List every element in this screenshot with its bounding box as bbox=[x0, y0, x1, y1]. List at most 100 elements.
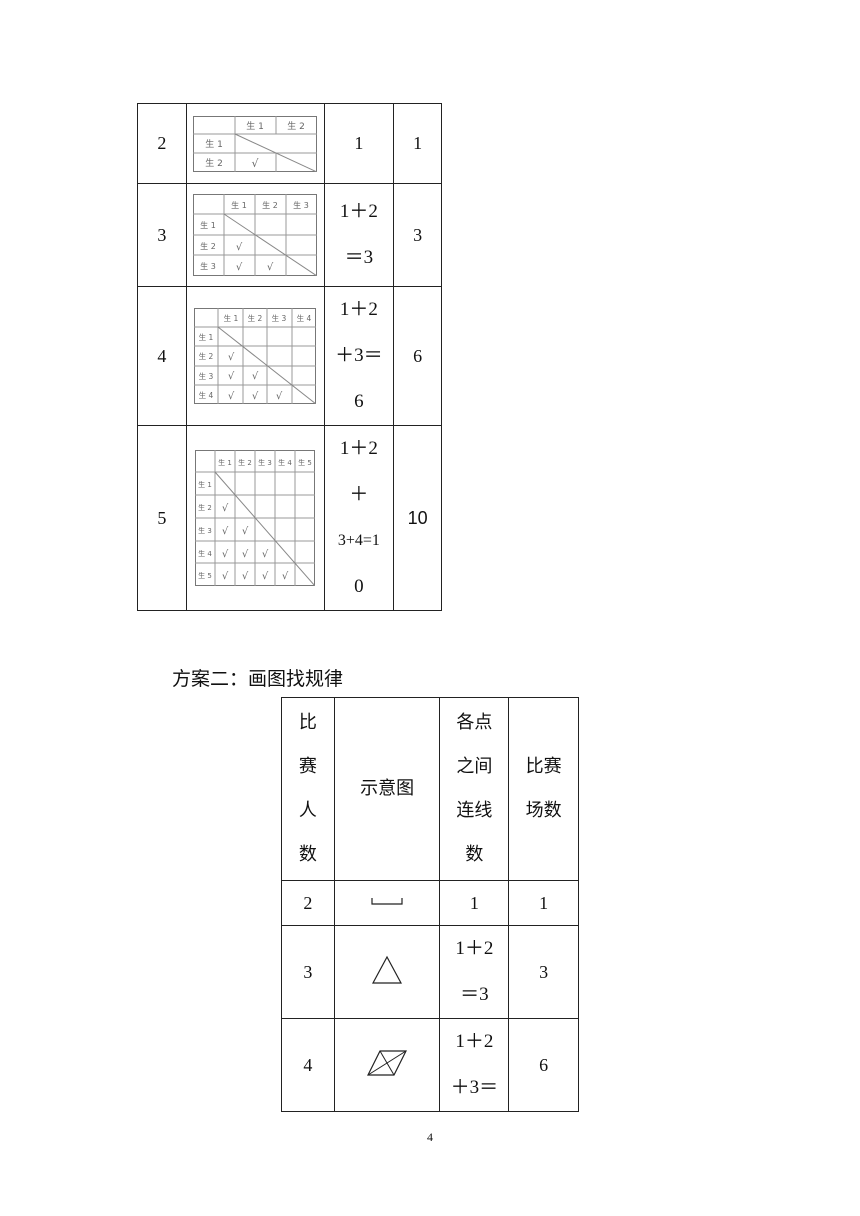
check-mark: √ bbox=[276, 391, 283, 402]
header-matches: 比赛 场数 bbox=[508, 697, 579, 881]
grid-col-label: 生 2 bbox=[287, 120, 305, 132]
segment-diagram bbox=[371, 898, 403, 905]
header-line: 赛 bbox=[298, 756, 317, 777]
people-cell: 5 bbox=[137, 425, 187, 611]
sum-line: ＋3＝ bbox=[335, 345, 383, 366]
header-line: 连线 bbox=[456, 800, 493, 821]
sum-cell: 1＋2 ＋3＝ 6 bbox=[323, 286, 395, 426]
people-cell: 2 bbox=[137, 103, 187, 184]
check-mark: √ bbox=[228, 352, 235, 363]
check-mark: √ bbox=[242, 526, 249, 537]
header-diagram: 示意图 bbox=[333, 697, 441, 881]
check-mark: √ bbox=[236, 262, 243, 273]
table-row: 2 1 1 bbox=[281, 880, 579, 926]
sum-line: 0 bbox=[354, 576, 364, 597]
diagonal-line bbox=[217, 326, 317, 404]
matches-cell: 10 bbox=[393, 425, 442, 611]
sum-cell: 1 bbox=[439, 880, 510, 926]
header-line: 之间 bbox=[456, 756, 493, 777]
check-mark: √ bbox=[282, 571, 289, 582]
check-mark: √ bbox=[252, 157, 260, 170]
sum-line: 1＋2 bbox=[339, 299, 378, 320]
diagram-cell bbox=[333, 925, 441, 1019]
diagram-cell bbox=[333, 880, 441, 926]
sum-line: 1＋2 bbox=[339, 438, 378, 459]
check-mark: √ bbox=[222, 549, 229, 560]
sum-line: ＋3＝ bbox=[450, 1077, 499, 1098]
matches-cell: 3 bbox=[508, 925, 579, 1019]
sum-line: 3+4=1 bbox=[337, 532, 380, 549]
table-row: 3 1＋2 ＝3 3 bbox=[281, 925, 579, 1019]
triangle-diagram bbox=[372, 955, 403, 984]
grid-row-label: 生 5 bbox=[198, 571, 212, 580]
sum-cell: 1＋2 ＋ 3+4=1 0 bbox=[323, 425, 395, 611]
people-cell: 3 bbox=[281, 925, 335, 1019]
grid-col-label: 生 2 bbox=[238, 458, 252, 467]
sum-line: 1＋2 bbox=[455, 938, 494, 959]
grid-row-label: 生 4 bbox=[198, 549, 212, 558]
matches-cell: 1 bbox=[508, 880, 579, 926]
grid-col-label: 生 3 bbox=[293, 200, 309, 210]
grid-cell: 生 1 生 2 生 1 生 2 √ bbox=[185, 103, 325, 184]
grid-col-label: 生 4 bbox=[297, 313, 312, 323]
matches-cell: 6 bbox=[393, 286, 442, 426]
table-row: 5 生 1 生 2 生 3 生 4 生 5 生 1 生 2 生 3 生 4 生 … bbox=[137, 425, 442, 611]
sum-line: 1＋2 bbox=[339, 201, 378, 222]
sum-line: 1 bbox=[354, 133, 364, 153]
header-line: 人 bbox=[298, 800, 317, 821]
match-grid-2: 生 1 生 2 生 1 生 2 √ bbox=[193, 115, 318, 172]
match-grid-5: 生 1 生 2 生 3 生 4 生 5 生 1 生 2 生 3 生 4 生 5 … bbox=[195, 450, 316, 586]
diagonal-line bbox=[223, 213, 318, 276]
header-line: 各点 bbox=[456, 712, 493, 733]
grid-col-label: 生 3 bbox=[258, 458, 272, 467]
matches-cell: 1 bbox=[393, 103, 442, 184]
table-diagram: 比 赛 人 数 示意图 各点 之间 连线 数 比赛 场数 2 1 1 3 bbox=[281, 697, 579, 1112]
grid-col-label: 生 2 bbox=[262, 200, 278, 210]
header-line: 数 bbox=[465, 844, 484, 865]
matches-cell: 3 bbox=[393, 183, 442, 287]
check-mark: √ bbox=[252, 371, 259, 382]
check-mark: √ bbox=[236, 242, 243, 253]
page-number: 4 bbox=[427, 1130, 433, 1144]
sum-cell: 1＋2 ＝3 bbox=[323, 183, 395, 287]
sum-line: ＝3 bbox=[344, 247, 374, 268]
grid-row-label: 生 3 bbox=[198, 526, 212, 535]
table-enumeration: 2 生 1 生 2 生 1 生 2 √ 1 1 3 bbox=[137, 103, 442, 611]
grid-row-label: 生 4 bbox=[199, 390, 214, 400]
check-mark: √ bbox=[262, 571, 269, 582]
grid-row-label: 生 2 bbox=[198, 503, 212, 512]
grid-col-label: 生 2 bbox=[248, 313, 263, 323]
sum-line: ＋ bbox=[349, 484, 369, 505]
grid-cell: 生 1 生 2 生 3 生 1 生 2 生 3 √ √ √ bbox=[185, 183, 325, 287]
grid-row-label: 生 2 bbox=[200, 241, 216, 251]
grid-cell: 生 1 生 2 生 3 生 4 生 5 生 1 生 2 生 3 生 4 生 5 … bbox=[185, 425, 325, 611]
check-mark: √ bbox=[222, 571, 229, 582]
diagram-cell bbox=[333, 1018, 441, 1112]
table-header-row: 比 赛 人 数 示意图 各点 之间 连线 数 比赛 场数 bbox=[281, 697, 579, 881]
section-title: 方案二：画图找规律 bbox=[172, 669, 344, 690]
grid-col-label: 生 3 bbox=[272, 313, 287, 323]
grid-row-label: 生 1 bbox=[200, 220, 216, 230]
check-mark: √ bbox=[267, 262, 274, 273]
table-row: 3 生 1 生 2 生 3 生 1 生 2 生 3 √ √ √ 1＋2 ＝3 3 bbox=[137, 183, 442, 287]
grid-col-label: 生 5 bbox=[298, 458, 312, 467]
grid-col-label: 生 1 bbox=[231, 200, 247, 210]
grid-row-label: 生 1 bbox=[198, 480, 212, 489]
grid-cell: 生 1 生 2 生 3 生 4 生 1 生 2 生 3 生 4 √ √ √ √ … bbox=[185, 286, 325, 426]
grid-row-label: 生 1 bbox=[205, 138, 223, 150]
grid-col-label: 生 1 bbox=[224, 313, 239, 323]
check-mark: √ bbox=[228, 371, 235, 382]
check-mark: √ bbox=[222, 503, 229, 514]
header-line: 比赛 bbox=[525, 756, 562, 777]
people-cell: 4 bbox=[281, 1018, 335, 1112]
quadrilateral-diagram bbox=[367, 1049, 408, 1076]
header-people: 比 赛 人 数 bbox=[281, 697, 335, 881]
header-lines: 各点 之间 连线 数 bbox=[439, 697, 510, 881]
sum-cell: 1＋2 ＝3 bbox=[439, 925, 510, 1019]
grid-col-label: 生 1 bbox=[246, 120, 264, 132]
table-row: 4 生 1 生 2 生 3 生 4 生 1 生 2 生 3 生 4 √ √ √ … bbox=[137, 286, 442, 426]
match-grid-4: 生 1 生 2 生 3 生 4 生 1 生 2 生 3 生 4 √ √ √ √ … bbox=[194, 308, 317, 404]
grid-col-label: 生 1 bbox=[218, 458, 232, 467]
header-line: 比 bbox=[298, 712, 317, 733]
sum-cell: 1 bbox=[323, 103, 395, 184]
